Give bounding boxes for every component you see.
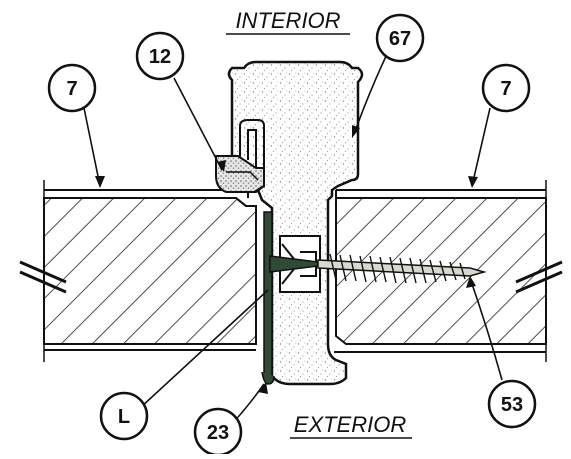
- svg-text:7: 7: [500, 78, 511, 100]
- leader-lines: [83, 51, 503, 425]
- svg-text:12: 12: [149, 46, 171, 68]
- svg-text:L: L: [118, 406, 130, 428]
- callout-53: 53: [487, 379, 537, 429]
- svg-text:67: 67: [389, 28, 411, 50]
- interior-label: INTERIOR: [226, 8, 350, 35]
- callout-67: 67: [375, 13, 425, 63]
- svg-text:7: 7: [66, 78, 77, 100]
- sealing-strip: [261, 211, 275, 385]
- left-panel: [43, 180, 257, 362]
- exterior-label: EXTERIOR: [290, 412, 412, 439]
- break-mark-right: [515, 260, 563, 294]
- callout-7-right: 7: [481, 63, 531, 113]
- screw-assembly: [269, 235, 487, 293]
- svg-text:INTERIOR: INTERIOR: [235, 8, 340, 33]
- leader-arrowheads: [95, 125, 478, 394]
- callout-L: L: [99, 391, 149, 441]
- break-mark-left: [19, 260, 67, 294]
- svg-text:EXTERIOR: EXTERIOR: [294, 412, 407, 437]
- svg-text:23: 23: [207, 422, 229, 444]
- callout-23: 23: [193, 407, 243, 457]
- callout-12: 12: [135, 31, 185, 81]
- svg-text:53: 53: [501, 394, 523, 416]
- clip-hook: [235, 119, 265, 193]
- core-profile: [227, 60, 364, 386]
- seal-12: [215, 155, 265, 193]
- callout-7-left: 7: [47, 63, 97, 113]
